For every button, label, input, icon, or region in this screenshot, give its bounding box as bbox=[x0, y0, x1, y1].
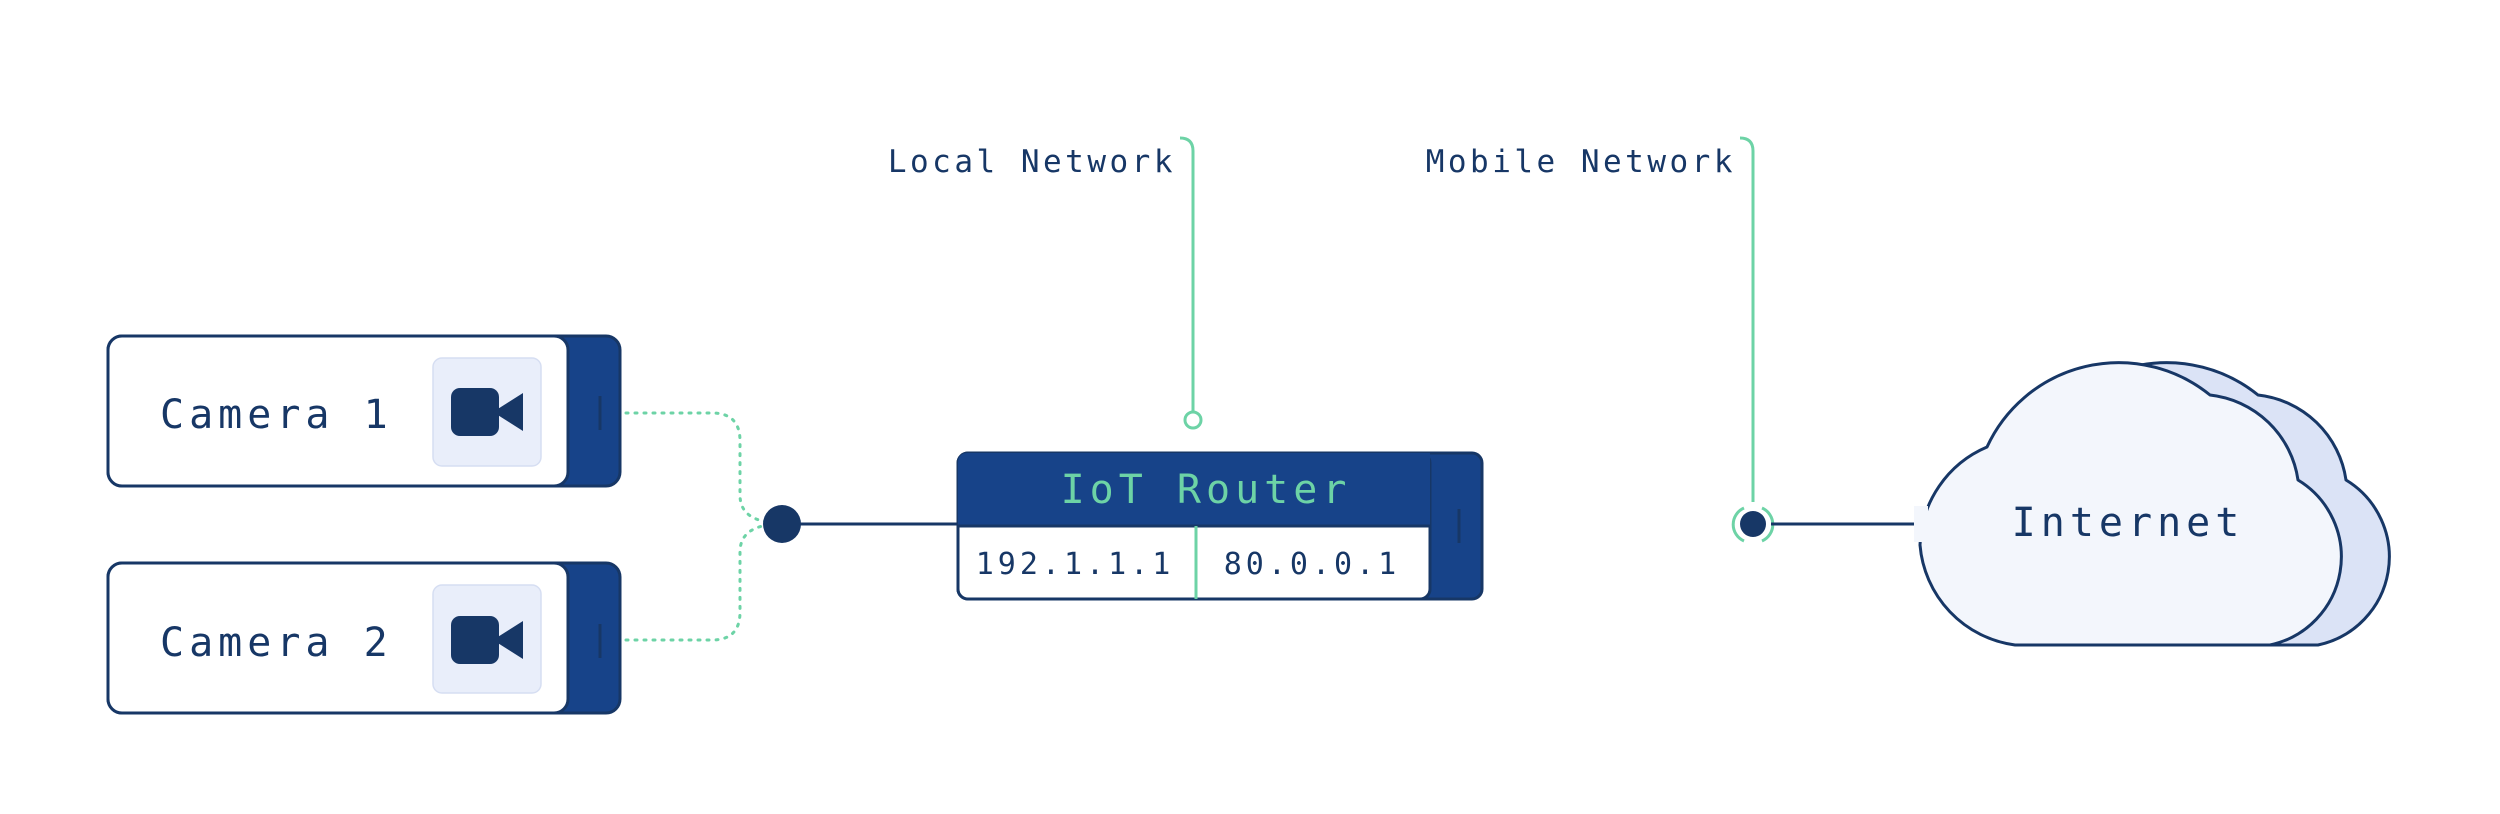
mobile-antenna-node bbox=[1731, 506, 1775, 543]
camera1-link bbox=[606, 411, 784, 525]
mobile-network-label: Mobile Network bbox=[1426, 144, 1736, 180]
local-network-callout: Local Network bbox=[888, 136, 1203, 430]
camera1-label: Camera 1 bbox=[160, 392, 393, 438]
router-ip-mobile: 80.0.0.1 bbox=[1224, 547, 1401, 582]
router-title: IoT Router bbox=[1061, 467, 1352, 513]
video-camera-icon bbox=[451, 388, 523, 436]
camera2-label: Camera 2 bbox=[160, 620, 393, 666]
junction-node bbox=[763, 505, 801, 543]
internet-label: Internet bbox=[2012, 500, 2245, 546]
camera2-device[interactable]: Camera 2 bbox=[106, 561, 622, 715]
camera2-link bbox=[606, 522, 784, 642]
mobile-network-callout: Mobile Network bbox=[1426, 136, 1755, 502]
local-network-label: Local Network bbox=[888, 144, 1176, 180]
router-ip-local: 192.1.1.1 bbox=[976, 547, 1175, 582]
iot-router[interactable]: IoT Router 192.1.1.1 80.0.0.1 bbox=[956, 451, 1484, 601]
video-camera-icon bbox=[451, 616, 523, 664]
camera1-device[interactable]: Camera 1 bbox=[106, 334, 622, 488]
internet-cloud[interactable]: Internet bbox=[1914, 361, 2391, 647]
